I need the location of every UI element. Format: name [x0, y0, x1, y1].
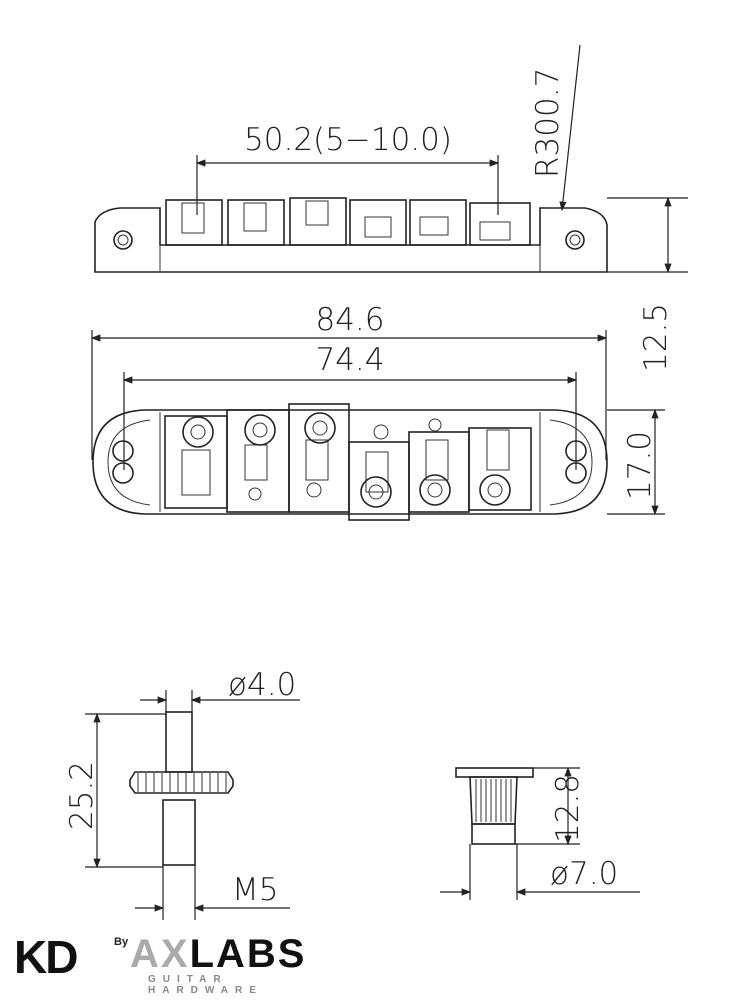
side-view: 50.2(5−10.0) R300.7 12.5 — [94, 44, 688, 372]
dim-post-thread: M5 — [232, 872, 278, 908]
insert-bushing-drawing: 12.8 ø7.0 — [440, 766, 640, 900]
dim-height: 12.5 — [638, 303, 674, 372]
dim-post-diameter: ø4.0 — [228, 667, 296, 703]
dim-saddle-travel: 50.2(5−10.0) — [244, 122, 452, 158]
logo-kd: KD — [14, 931, 78, 983]
mount-hole-icon — [565, 230, 585, 250]
logo-ax: AX — [130, 932, 190, 976]
logo-labs: LABS — [189, 932, 307, 976]
logo-by: By — [114, 936, 129, 948]
dim-post-spacing: 74.4 — [315, 342, 384, 378]
saddles-side — [165, 197, 531, 246]
dim-radius: R300.7 — [530, 68, 566, 178]
dim-insert-height: 12.8 — [550, 774, 586, 843]
post-stud-drawing: ø4.0 25.2 M5 — [64, 667, 300, 920]
logo-axlabs: AXLABS — [130, 932, 306, 977]
dim-post-length: 25.2 — [64, 761, 100, 830]
top-view: 84.6 74.4 17.0 — [90, 302, 665, 521]
brand-logo: KD By AXLABS GUITAR HARDWARE — [14, 930, 344, 996]
dim-insert-diameter: ø7.0 — [550, 856, 618, 892]
saddles-top — [164, 403, 532, 521]
logo-tagline: GUITAR HARDWARE — [148, 974, 263, 996]
dim-overall-length: 84.6 — [315, 302, 384, 338]
dim-width: 17.0 — [622, 431, 658, 500]
mount-hole-icon — [113, 230, 133, 250]
